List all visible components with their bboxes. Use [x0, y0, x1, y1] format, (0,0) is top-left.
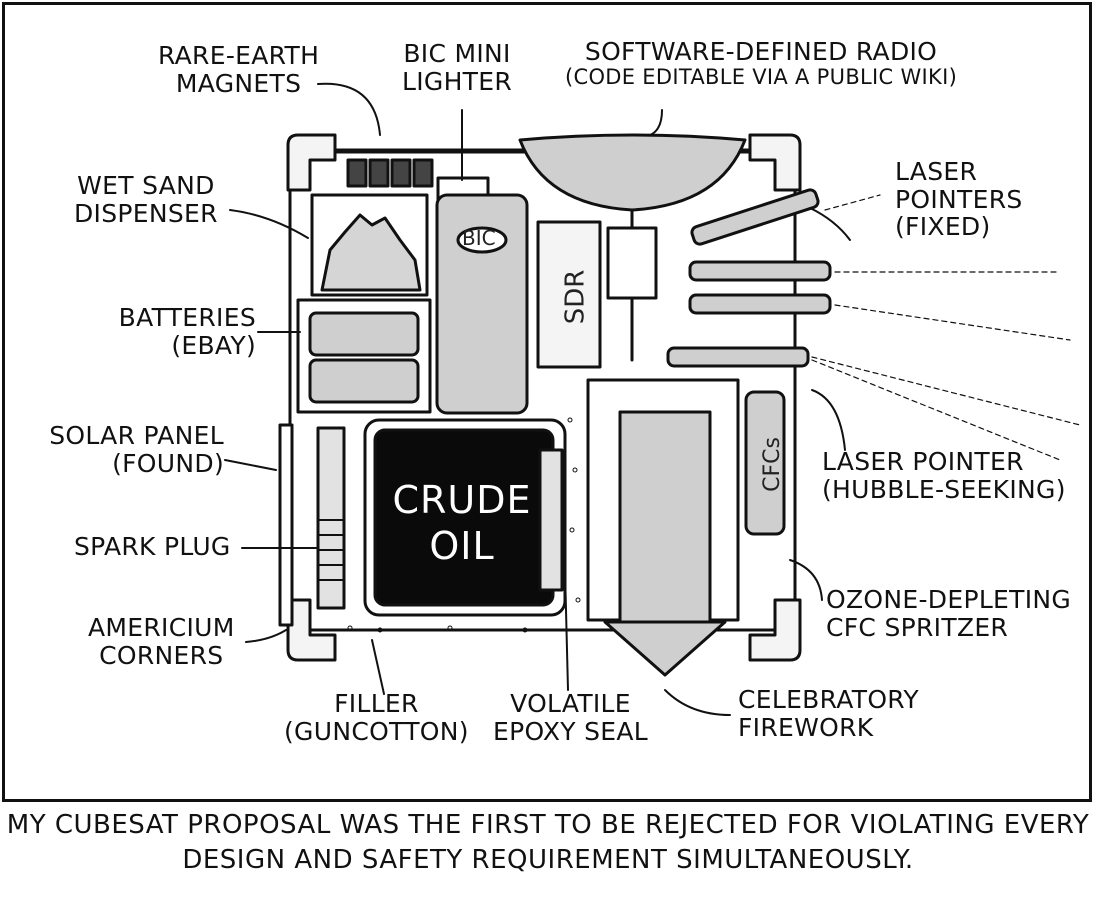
label-filler: FILLER (GUNCOTTON): [284, 689, 469, 746]
laser-pointer-1: [690, 188, 820, 246]
filler-texture: [347, 417, 581, 633]
cfc-canister: [744, 390, 786, 536]
label-rare-earth-magnets: RARE-EARTH MAGNETS: [158, 41, 320, 98]
caption-line-1: MY CUBESAT PROPOSAL WAS THE FIRST TO BE …: [6, 810, 842, 840]
label-laser-pointer-hubble: LASER POINTER (HUBBLE-SEEKING): [822, 447, 1066, 504]
magnet-4: [412, 158, 434, 188]
label-ozone-depleting: OZONE-DEPLETING CFC SPRITZER: [826, 585, 1072, 642]
laser-pointer-hubble: [666, 346, 810, 368]
laser-pointer-2: [688, 260, 832, 282]
label-bic-mini-lighter: BIC MINI LIGHTER: [402, 39, 513, 96]
americium-corner-top-left: [286, 133, 337, 192]
radio-dish: [518, 133, 747, 212]
americium-corner-bottom-left: [286, 598, 337, 662]
americium-corner-bottom-right: [748, 598, 802, 662]
bic-lighter-body: [435, 193, 529, 415]
bic-logo-text: BIC: [462, 226, 496, 250]
magnet-2: [368, 158, 390, 188]
solar-panel: [278, 423, 294, 627]
label-americium-corners: AMERICIUM CORNERS: [88, 613, 235, 670]
label-spark-plug: SPARK PLUG: [74, 532, 231, 561]
americium-corner-top-right: [748, 133, 802, 192]
spark-plug: [316, 426, 346, 610]
label-wet-sand-dispenser: WET SAND DISPENSER: [74, 171, 218, 228]
crude-oil-text: CRUDE OIL: [392, 478, 532, 568]
laser-pointer-3: [688, 293, 832, 315]
magnet-1: [346, 158, 368, 188]
sdr-text: SDR: [560, 269, 591, 325]
caption-line-2: VIOLATING EVERY DESIGN AND SAFETY REQUIR…: [182, 810, 1090, 876]
battery-1: [308, 311, 420, 357]
sdr-module: [536, 220, 602, 369]
firework-tube: [618, 410, 712, 624]
label-software-defined-radio: SOFTWARE-DEFINED RADIO (CODE EDITABLE VI…: [565, 37, 958, 89]
comic-caption: MY CUBESAT PROPOSAL WAS THE FIRST TO BE …: [0, 808, 1096, 878]
label-laser-pointers-fixed: LASER POINTERS (FIXED): [895, 157, 1023, 241]
wet-sand-pile: [320, 213, 422, 292]
firework-tip: [603, 620, 727, 677]
label-celebratory-firework: CELEBRATORY FIREWORK: [738, 685, 919, 742]
epoxy-strip: [538, 448, 564, 592]
magnet-3: [390, 158, 412, 188]
label-solar-panel: SOLAR PANEL (FOUND): [49, 421, 224, 478]
label-batteries: BATTERIES (EBAY): [118, 303, 256, 360]
label-volatile-epoxy-seal: VOLATILE EPOXY SEAL: [493, 689, 648, 746]
battery-2: [308, 358, 420, 404]
cfcs-text: CFCs: [759, 437, 785, 492]
